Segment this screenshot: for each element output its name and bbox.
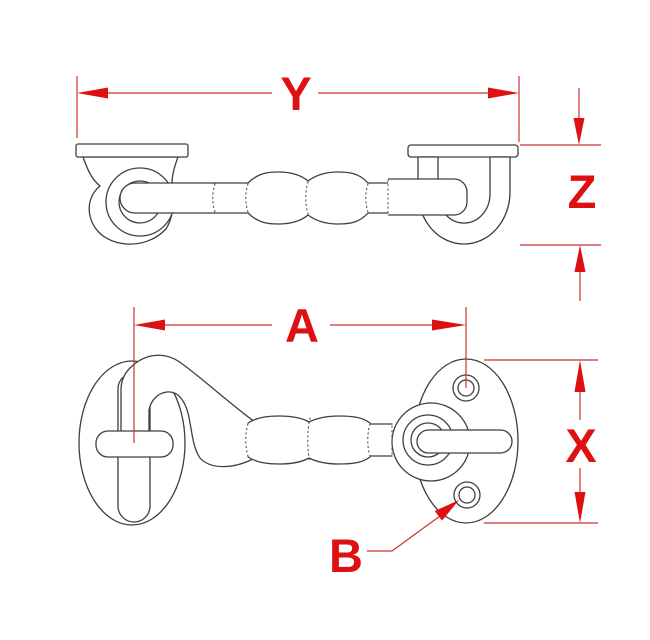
dim-label-Z: Z <box>568 165 597 218</box>
dimension-Y: Y <box>76 67 520 142</box>
leader-arrowhead <box>434 500 459 521</box>
shaft-end-cap <box>119 182 136 214</box>
top-view <box>75 143 519 245</box>
arrowhead-down <box>574 492 586 523</box>
arrowhead-left <box>77 87 108 99</box>
arrowhead-left <box>134 319 165 331</box>
right-hook-loop <box>417 156 511 245</box>
right-mount-plate <box>407 144 519 158</box>
front-view <box>78 354 519 526</box>
arrowhead-right <box>432 319 466 331</box>
callout-B: B <box>329 500 459 582</box>
dimension-lines <box>76 76 520 142</box>
leader-line <box>367 515 441 552</box>
dimension-A: A <box>133 299 467 443</box>
arrowhead-up <box>574 360 586 392</box>
hook-body <box>120 354 256 468</box>
dim-label-A: A <box>285 299 319 352</box>
shaft-rounded-end <box>388 178 468 216</box>
dimension-lines <box>484 359 598 524</box>
dimension-Z: Z <box>520 88 601 301</box>
shaft-bulge-top <box>247 171 369 184</box>
dim-label-B: B <box>329 529 363 582</box>
turning-transition-lines <box>212 179 389 215</box>
screw-hole-bottom-inner <box>458 486 476 504</box>
arrowhead-down <box>573 118 585 145</box>
dimension-X: X <box>484 359 598 524</box>
shaft-bulge-fill <box>248 172 368 224</box>
pivot-pin-bar <box>416 429 513 454</box>
dim-label-X: X <box>565 419 596 472</box>
turning-transition-lines <box>245 417 393 463</box>
left-mount-plate <box>75 143 189 158</box>
arrowhead-right <box>488 87 519 99</box>
dimension-lines <box>133 307 467 443</box>
hook-shaft-straight <box>369 423 393 457</box>
shaft-edges <box>134 182 390 214</box>
shaft-bulge-bottom <box>247 212 369 225</box>
dim-label-Y: Y <box>280 67 311 120</box>
arrowhead-up <box>574 245 586 272</box>
hook-shaft-bulge-fill <box>248 416 370 464</box>
dimension-lines <box>520 88 601 301</box>
